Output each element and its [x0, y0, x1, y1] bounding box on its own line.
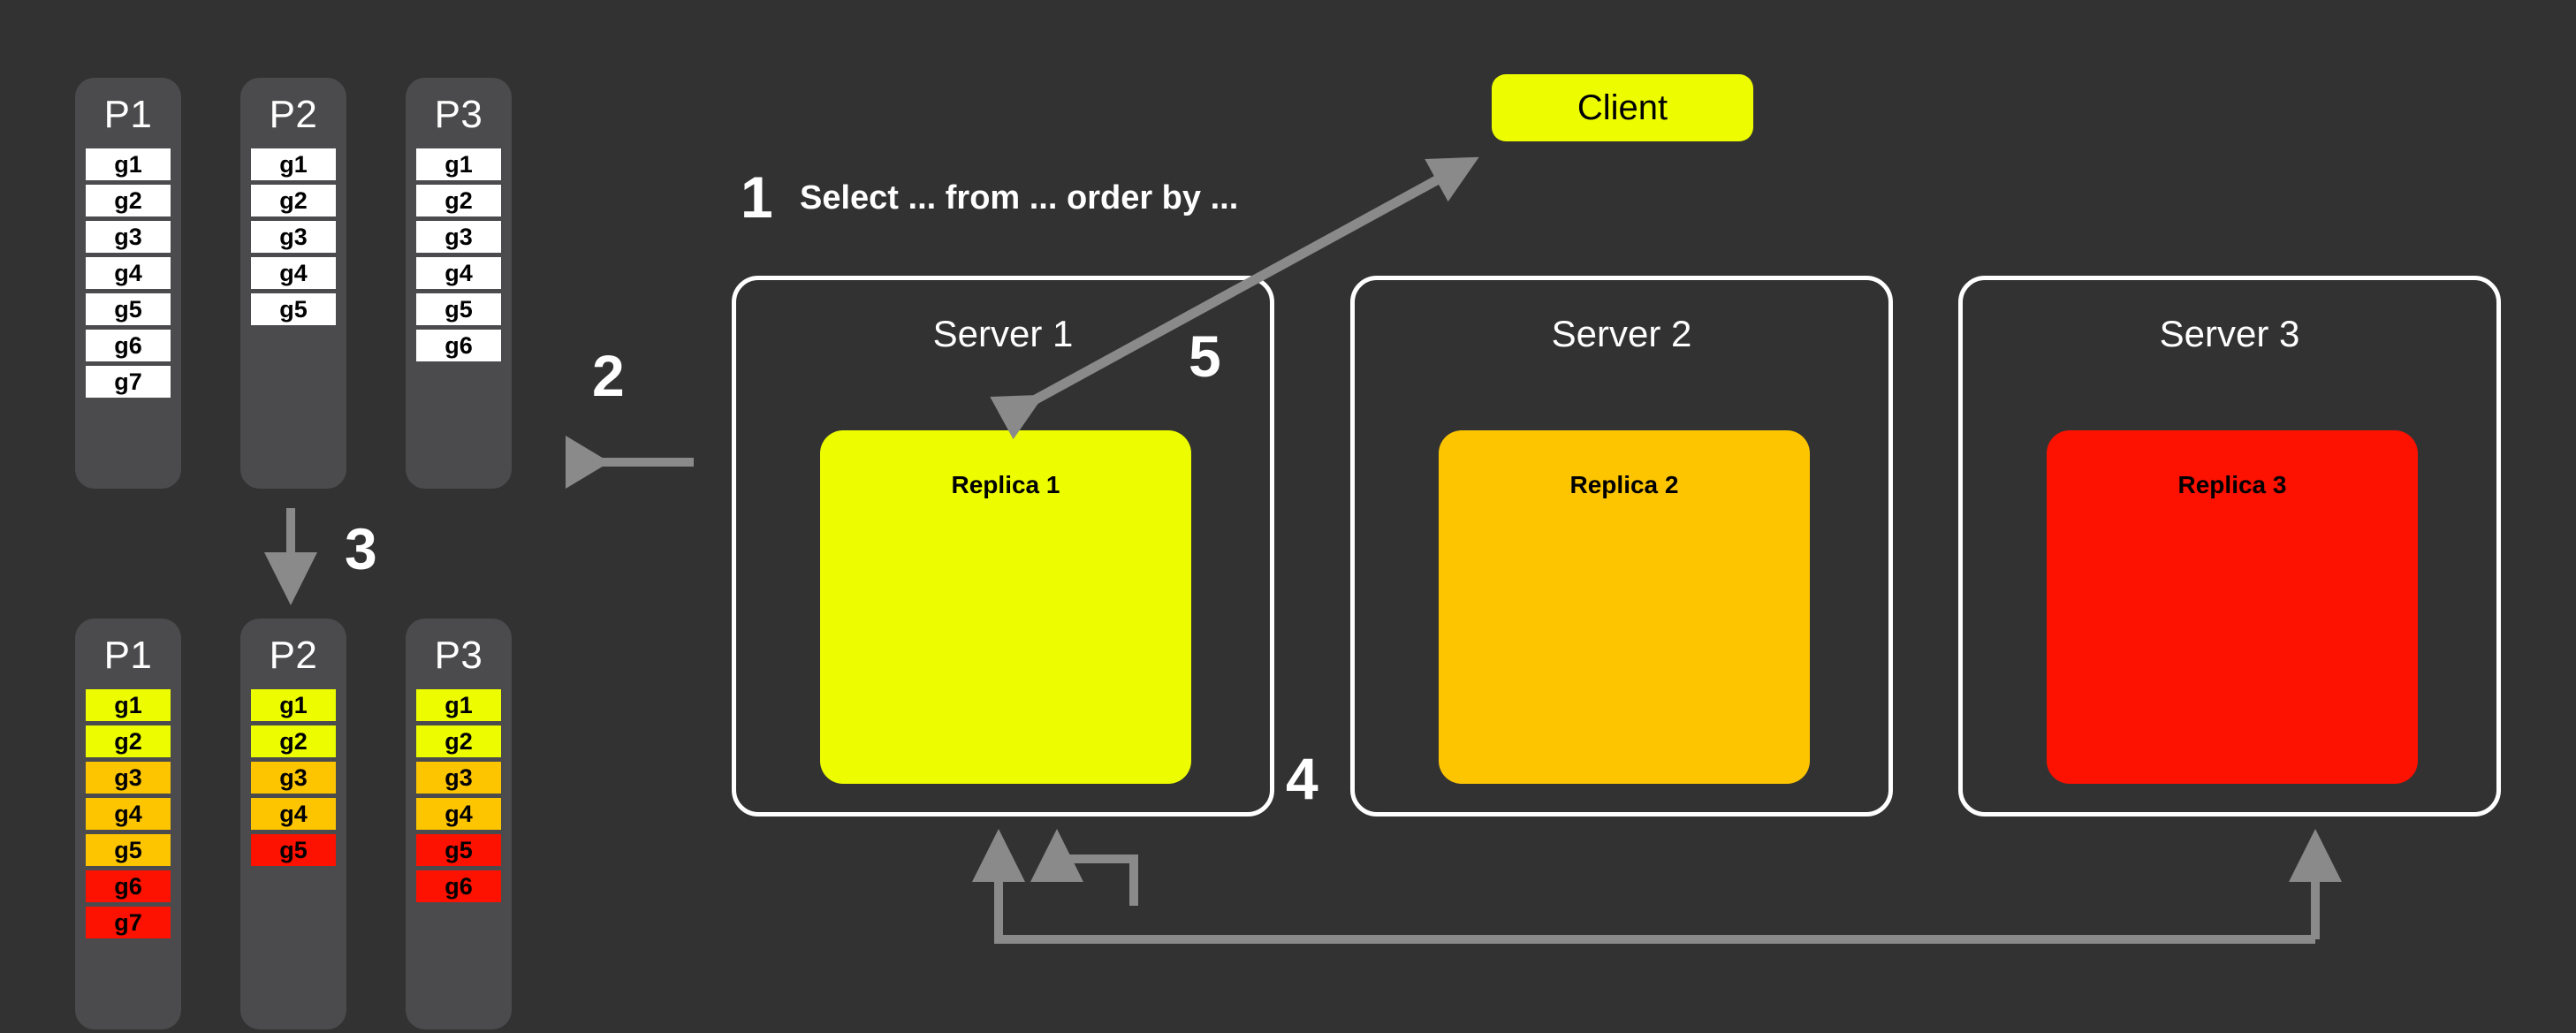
bottom-partition-p2: P2 g1 g2 g3 g4 g5 — [240, 619, 346, 1029]
partition-cell: g2 — [86, 725, 171, 757]
partition-cell: g1 — [416, 689, 501, 721]
partition-cell: g2 — [416, 725, 501, 757]
server-2-box: Server 2 Replica 2 — [1350, 276, 1893, 817]
replica-label: Replica 1 — [951, 471, 1060, 498]
server-3-box: Server 3 Replica 3 — [1958, 276, 2501, 817]
step-number-5: 5 — [1189, 323, 1221, 389]
client-box[interactable]: Client — [1492, 74, 1753, 141]
partition-cell: g5 — [86, 834, 171, 866]
partition-cell: g6 — [86, 870, 171, 902]
replica-label: Replica 2 — [1569, 471, 1679, 498]
partition-label: P1 — [103, 93, 153, 136]
server-1-box: Server 1 Replica 1 — [732, 276, 1274, 817]
partition-cell: g3 — [86, 221, 171, 253]
top-partition-p3: P3 g1 g2 g3 g4 g5 g6 — [406, 78, 512, 489]
partition-cell: g1 — [251, 148, 336, 180]
replica-3-box[interactable]: Replica 3 — [2047, 430, 2418, 784]
partition-cell: g2 — [251, 185, 336, 216]
partition-cells: g1 g2 g3 g4 g5 g6 — [406, 689, 512, 902]
step-number-4: 4 — [1286, 746, 1318, 811]
partition-cell: g3 — [416, 221, 501, 253]
partition-cells: g1 g2 g3 g4 g5 g6 g7 — [75, 689, 181, 938]
step-number-3: 3 — [345, 516, 377, 581]
partition-cell: g4 — [86, 257, 171, 289]
partition-cell: g6 — [416, 870, 501, 902]
bottom-partition-p1: P1 g1 g2 g3 g4 g5 g6 g7 — [75, 619, 181, 1029]
partition-cell: g5 — [251, 834, 336, 866]
partition-cell: g4 — [251, 798, 336, 830]
partition-cell: g2 — [86, 185, 171, 216]
partition-cell: g4 — [86, 798, 171, 830]
partition-cells: g1 g2 g3 g4 g5 — [240, 689, 346, 866]
partition-cells: g1 g2 g3 g4 g5 g6 — [406, 148, 512, 361]
partition-cell: g1 — [86, 689, 171, 721]
query-label: Select ... from ... order by ... — [800, 179, 1239, 216]
partition-cell: g6 — [86, 330, 171, 361]
partition-cell: g4 — [416, 257, 501, 289]
server-title: Server 2 — [1551, 313, 1692, 354]
partition-cell: g5 — [251, 293, 336, 325]
partition-cell: g5 — [416, 834, 501, 866]
partition-cell: g3 — [86, 762, 171, 794]
top-partition-p1: P1 g1 g2 g3 g4 g5 g6 g7 — [75, 78, 181, 489]
partition-cell: g4 — [251, 257, 336, 289]
partition-cell: g5 — [86, 293, 171, 325]
server-title: Server 3 — [2159, 313, 2300, 354]
replica-1-box[interactable]: Replica 1 — [820, 430, 1191, 784]
partition-cell: g3 — [416, 762, 501, 794]
step-number-2: 2 — [592, 343, 625, 408]
partition-cell: g1 — [416, 148, 501, 180]
partition-cell: g7 — [86, 366, 171, 398]
top-partition-p2: P2 g1 g2 g3 g4 g5 — [240, 78, 346, 489]
partition-cell: g3 — [251, 762, 336, 794]
partition-label: P3 — [434, 93, 483, 136]
partition-label: P2 — [269, 93, 318, 136]
bottom-partition-p3: P3 g1 g2 g3 g4 g5 g6 — [406, 619, 512, 1029]
partition-cell: g7 — [86, 907, 171, 938]
partition-label: P1 — [103, 634, 153, 677]
partition-cell: g2 — [416, 185, 501, 216]
client-label: Client — [1577, 88, 1668, 127]
arrow-step-4-inner — [1030, 829, 1138, 906]
replica-2-box[interactable]: Replica 2 — [1439, 430, 1810, 784]
partition-cell: g3 — [251, 221, 336, 253]
replica-label: Replica 3 — [2177, 471, 2287, 498]
partition-cells: g1 g2 g3 g4 g5 g6 g7 — [75, 148, 181, 398]
partition-cell: g1 — [86, 148, 171, 180]
partition-cell: g4 — [416, 798, 501, 830]
step-number-1: 1 — [741, 164, 773, 230]
partition-cell: g2 — [251, 725, 336, 757]
arrow-step-4-outer — [972, 829, 2342, 944]
partition-cells: g1 g2 g3 g4 g5 — [240, 148, 346, 325]
partition-label: P3 — [434, 634, 483, 677]
partition-cell: g6 — [416, 330, 501, 361]
partition-label: P2 — [269, 634, 318, 677]
partition-cell: g1 — [251, 689, 336, 721]
partition-cell: g5 — [416, 293, 501, 325]
